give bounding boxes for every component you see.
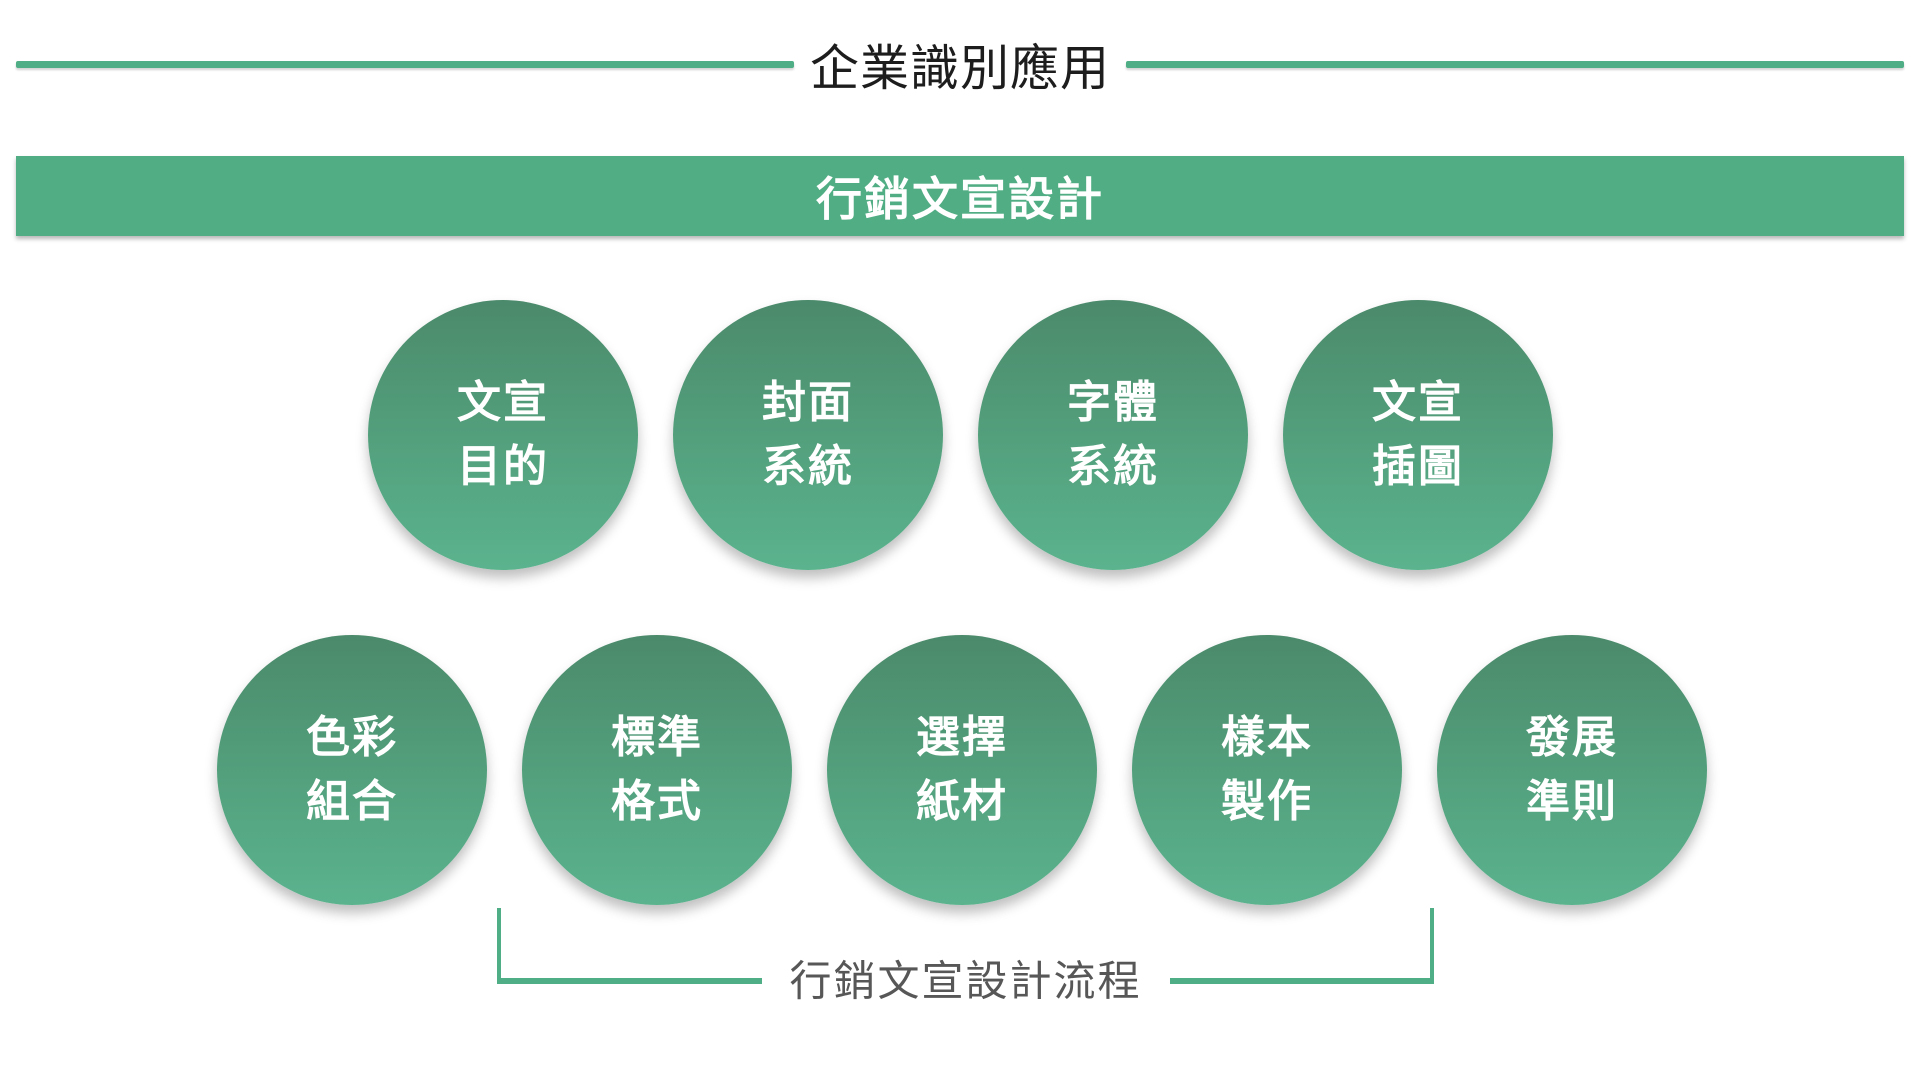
circle-label-line: 紙材 (916, 777, 1008, 826)
circle-label-line: 格式 (611, 777, 703, 826)
title-rule-left (16, 60, 794, 68)
circle-label-line: 準則 (1526, 777, 1618, 826)
circle-label-line: 色彩 (306, 713, 398, 762)
title-rule-right (1126, 60, 1905, 68)
circle-copy-purpose: 文宣 目的 (368, 300, 638, 570)
circle-color-combination: 色彩 組合 (217, 635, 487, 905)
circle-label-line: 樣本 (1221, 713, 1313, 762)
circle-label-line: 製作 (1221, 777, 1313, 826)
circle-label-line: 封面 (762, 378, 854, 427)
circle-label-line: 文宣 (1372, 378, 1464, 427)
circle-paper-selection: 選擇 紙材 (827, 635, 1097, 905)
process-bracket-label: 行銷文宣設計流程 (761, 945, 1170, 1011)
circle-label-line: 目的 (457, 442, 549, 491)
circle-label-line: 發展 (1526, 713, 1618, 762)
page-title: 企業識別應用 (810, 41, 1111, 96)
section-banner: 行銷文宣設計 (16, 156, 1904, 236)
circle-label-line: 文宣 (457, 378, 549, 427)
circle-label-line: 字體 (1067, 378, 1159, 427)
circle-label-line: 插圖 (1372, 442, 1464, 491)
page-header: 企業識別應用 (16, 32, 1905, 96)
circle-label-line: 組合 (306, 777, 398, 826)
circle-label-line: 選擇 (916, 713, 1008, 762)
process-bracket: 行銷文宣設計流程 (497, 908, 1434, 1011)
circle-font-system: 字體 系統 (978, 300, 1248, 570)
circle-cover-system: 封面 系統 (673, 300, 943, 570)
circle-label-line: 標準 (611, 713, 703, 762)
circle-label-line: 系統 (1067, 442, 1159, 491)
section-banner-label: 行銷文宣設計 (816, 173, 1104, 225)
circle-development-guidelines: 發展 準則 (1437, 635, 1707, 905)
circle-standard-format: 標準 格式 (522, 635, 792, 905)
circle-copy-illustration: 文宣 插圖 (1283, 300, 1553, 570)
circle-label-line: 系統 (762, 442, 854, 491)
circle-sample-production: 樣本 製作 (1132, 635, 1402, 905)
